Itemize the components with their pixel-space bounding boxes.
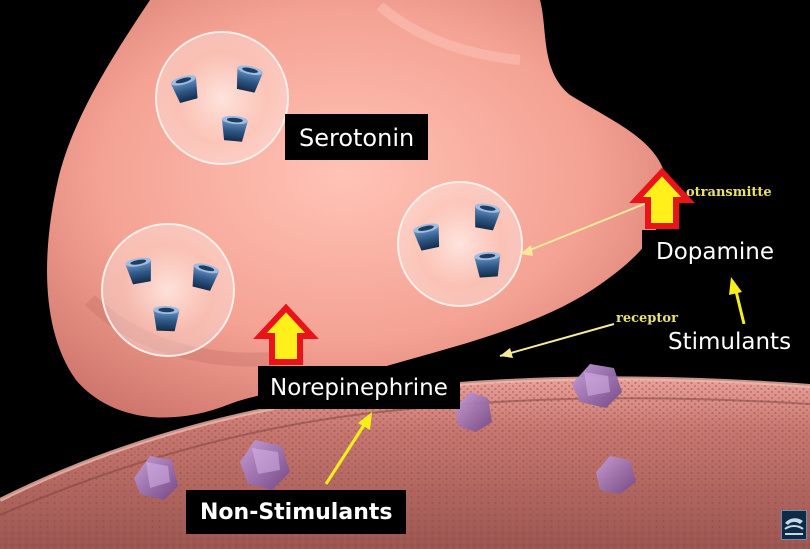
synaptic-vesicle bbox=[156, 32, 288, 164]
serotonin-label: Serotonin bbox=[285, 114, 428, 160]
non-stimulants-label: Non-Stimulants bbox=[186, 490, 406, 534]
norepinephrine-label: Norepinephrine bbox=[258, 366, 460, 409]
publisher-logo-icon bbox=[781, 510, 807, 540]
neurotransmitter-molecule bbox=[153, 306, 180, 332]
synaptic-vesicle bbox=[102, 224, 234, 356]
stimulants-label: Stimulants bbox=[662, 324, 795, 362]
dopamine-label: Dopamine bbox=[642, 230, 788, 273]
neurotransmitter-label: otransmitte bbox=[686, 186, 772, 199]
synaptic-vesicle bbox=[398, 182, 522, 306]
